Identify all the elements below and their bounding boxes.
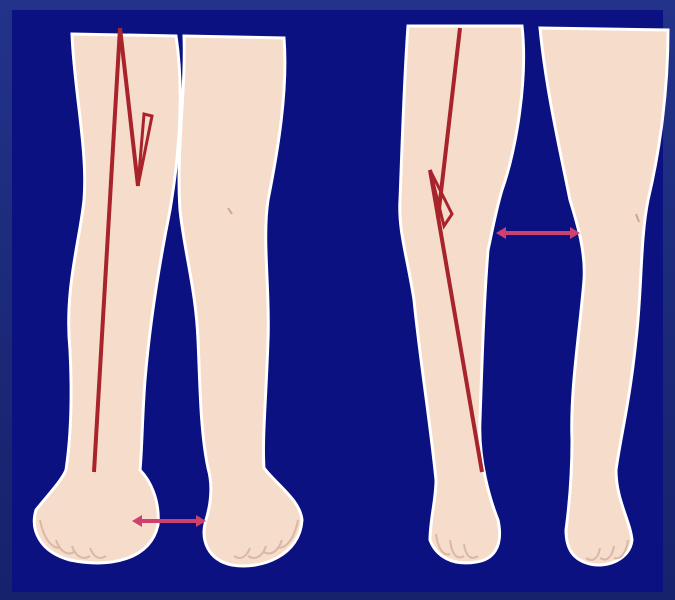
left-figure-right-leg [179,36,302,566]
figure-right [400,26,668,565]
left-figure-left-leg [34,34,180,563]
right-figure-right-leg [540,28,668,565]
right-figure-left-leg [400,26,524,563]
figure-left [34,28,302,566]
right-figure-gap-arrow [496,227,580,239]
